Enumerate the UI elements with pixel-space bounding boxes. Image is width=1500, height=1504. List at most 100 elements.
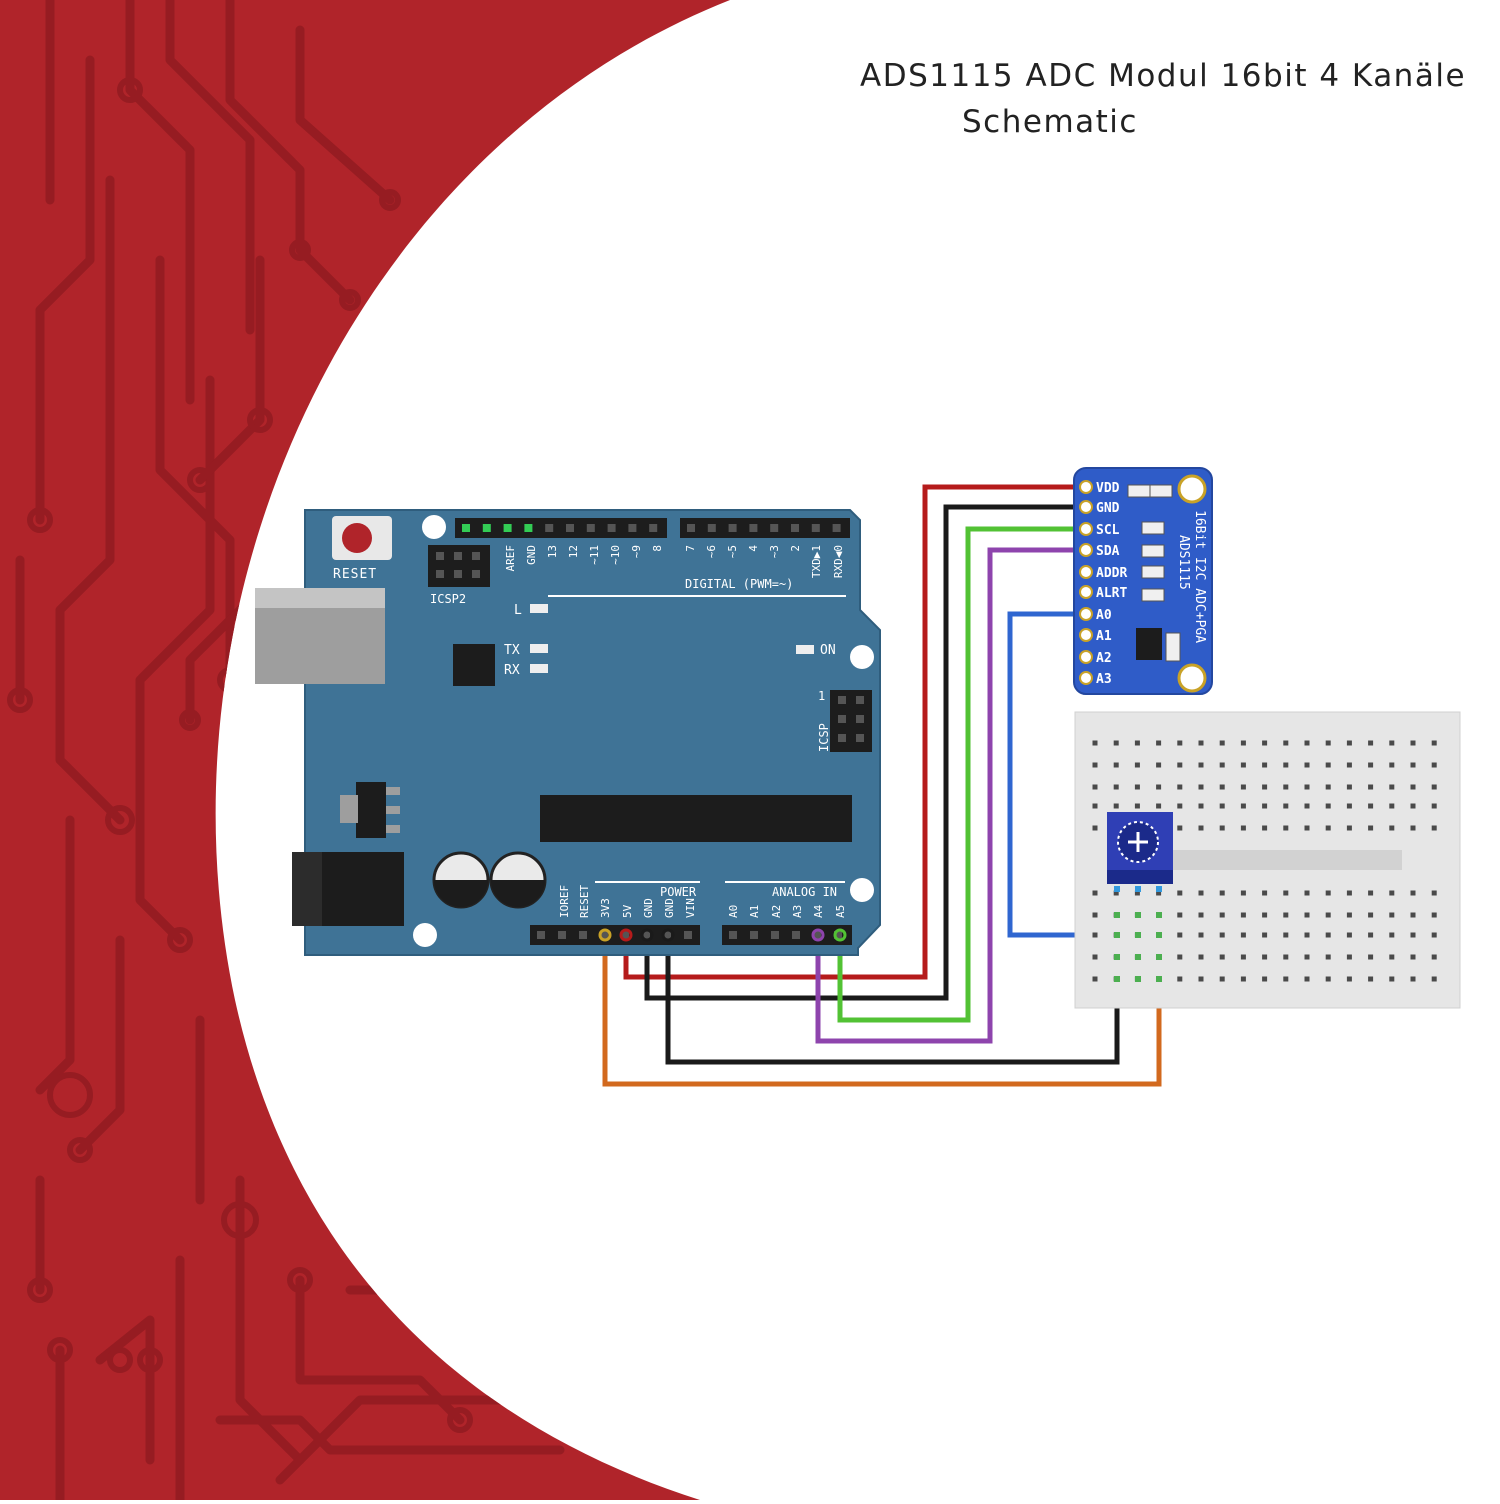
power-header-pin [537,931,545,939]
breadboard-hole [1156,890,1162,896]
digital-header-pin [728,524,737,532]
breadboard-hole [1283,912,1289,918]
digital-pin-label: 4 [747,545,760,552]
breadboard-hole [1325,976,1331,982]
led-l [530,604,548,613]
breadboard-hole [1283,784,1289,790]
breadboard-hole [1325,825,1331,831]
smd-resistor [1127,484,1151,498]
ads1115-pin-pad [1079,522,1093,536]
breadboard-hole [1219,740,1225,746]
breadboard-active-hole [1156,954,1162,960]
usb-port-highlight [255,588,385,608]
icsp2-pin [436,570,444,578]
led-rx [530,664,548,673]
wire-black-gnd-gnd [644,504,1086,1001]
wire-black-gnd-pot [665,935,1120,1065]
breadboard-hole [1410,954,1416,960]
digital-header-pin [811,524,820,532]
icsp-pin1-label: 1 [818,689,825,703]
page-subtitle: Schematic [962,104,1138,140]
trace-pad [247,407,273,433]
power-pin-label: 3V3 [599,898,612,918]
breadboard-hole [1198,784,1204,790]
trace-line [125,0,195,405]
breadboard-hole [1262,976,1268,982]
digital-header-pin [649,524,658,532]
trace-pad [167,927,193,953]
breadboard-hole [1177,784,1183,790]
arduino-pcb [304,509,881,956]
trace-pad [467,1327,493,1353]
breadboard-hole [1219,912,1225,918]
breadboard-hole [1304,890,1310,896]
led-l-label: L [514,603,522,618]
trace-pad [137,1347,163,1373]
breadboard-hole [1283,762,1289,768]
analog-pin-label: A1 [748,905,761,918]
regulator-leg [386,825,400,833]
breadboard-hole [1346,912,1352,918]
breadboard-hole [1177,890,1183,896]
red-background-panel [0,0,730,1500]
breadboard-hole [1283,740,1289,746]
breadboard-hole [1368,740,1374,746]
breadboard-hole [1368,803,1374,809]
trace-pad [7,687,33,713]
analog-pin-label: A0 [727,905,740,918]
mounting-hole [422,515,446,539]
breadboard-hole [1177,976,1183,982]
trace-line [95,1315,155,1465]
led-rx-label: RX [504,663,520,678]
breadboard-hole [1304,932,1310,938]
breadboard-hole [1325,762,1331,768]
breadboard-hole [1262,762,1268,768]
analog-label: ANALOG IN [772,885,837,899]
breadboard-hole [1431,762,1437,768]
breadboard [1074,711,1461,1009]
trace-line [275,1395,565,1485]
analog-header-pin [729,931,737,939]
breadboard-hole [1410,825,1416,831]
trace-line [35,55,95,525]
trace-pad [27,1277,53,1303]
breadboard-hole [1431,890,1437,896]
power-header-pin [558,931,566,939]
digital-pin-label: ~3 [768,545,781,558]
reset-label: RESET [333,567,377,582]
power-label: POWER [660,885,697,899]
breadboard-hole [1092,825,1098,831]
analog-pin-label: A4 [812,904,825,918]
breadboard-hole [1198,803,1204,809]
capacitor-band [434,880,488,907]
ads1115-pin-pad [1079,543,1093,557]
trace-pad [447,1407,473,1433]
digital-header-pin [503,524,512,532]
digital-header-pin [749,524,758,532]
breadboard-hole [1240,803,1246,809]
trace-pad [179,709,201,731]
analog-pin-label: A2 [770,905,783,918]
power-header-pin [600,931,608,939]
breadboard-hole [1262,954,1268,960]
breadboard-active-hole [1135,932,1141,938]
regulator-leg [386,806,400,814]
breadboard-hole [1219,932,1225,938]
breadboard-active-hole [1114,954,1120,960]
breadboard-hole [1177,912,1183,918]
icsp2-header [428,545,490,587]
breadboard-hole [1389,932,1395,938]
wire-green-a5-scl [837,526,1086,1023]
power-pin-label: IOREF [558,885,571,918]
breadboard-hole [1304,825,1310,831]
capacitor-band [491,880,545,907]
breadboard-hole [1346,825,1352,831]
digital-header-pin [566,524,574,532]
breadboard-hole [1177,762,1183,768]
breadboard-hole [1092,890,1098,896]
breadboard-hole [1410,740,1416,746]
trace-pad [27,507,53,533]
ads1115-mount-hole [1177,663,1207,693]
breadboard-hole [1304,762,1310,768]
